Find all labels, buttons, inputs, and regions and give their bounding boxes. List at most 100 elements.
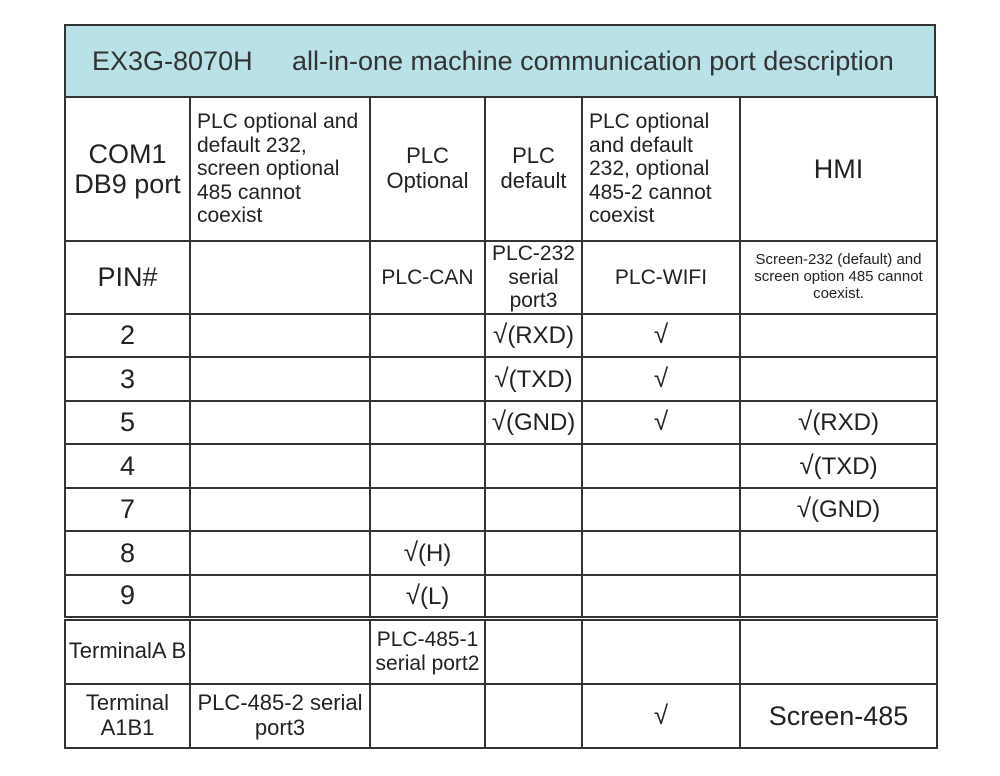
pin-hmi: √(RXD) bbox=[739, 399, 938, 446]
terminal-ab-label: TerminalA B bbox=[64, 615, 191, 686]
pin-col-232: PLC-232 serial port3 bbox=[484, 240, 583, 315]
pin-wifi: √ bbox=[581, 399, 741, 446]
terminal-ab-can: PLC-485-1 serial port2 bbox=[369, 615, 486, 686]
terminal-a1b1-hmi: Screen-485 bbox=[739, 683, 938, 750]
terminal-a1b1-232 bbox=[484, 683, 583, 750]
pin-plc-opt bbox=[189, 573, 371, 620]
pin-plc-opt bbox=[189, 530, 371, 576]
check-mark-icon: √ bbox=[653, 319, 669, 350]
terminal-a1b1-wifi: √ bbox=[581, 683, 741, 750]
check-mark-icon: √ bbox=[796, 493, 811, 524]
header-hmi: HMI bbox=[739, 96, 938, 242]
pin-hmi bbox=[739, 573, 938, 620]
check-mark-icon: √ bbox=[491, 406, 506, 437]
pin-row: 2√(RXD)√ bbox=[64, 312, 938, 359]
pin-hmi: √(TXD) bbox=[739, 443, 938, 489]
check-mark-icon: √ bbox=[798, 406, 813, 437]
header-plc-optional-485-2: PLC optional and default 232, optional 4… bbox=[581, 96, 741, 242]
pin-number: 8 bbox=[64, 530, 191, 576]
signal-label: (RXD) bbox=[812, 409, 879, 437]
pin-232: √(GND) bbox=[484, 399, 583, 446]
pin-wifi bbox=[581, 573, 741, 620]
pin-row: 4 √(TXD) bbox=[64, 443, 938, 489]
pin-wifi bbox=[581, 486, 741, 533]
pin-col-wifi: PLC-WIFI bbox=[581, 240, 741, 315]
pin-wifi: √ bbox=[581, 312, 741, 359]
pin-row: 5√(GND)√√(RXD) bbox=[64, 399, 938, 446]
pin-number: 2 bbox=[64, 312, 191, 359]
check-mark-icon: √ bbox=[799, 449, 814, 480]
terminal-a1b1-can bbox=[369, 683, 486, 750]
pin-number: 7 bbox=[64, 486, 191, 533]
signal-label: (TXD) bbox=[813, 452, 878, 480]
terminal-a1b1-row: Terminal A1B1 PLC-485-2 serial port3 √ S… bbox=[64, 683, 938, 750]
header-plc-optional: PLC Optional bbox=[369, 96, 486, 242]
terminal-ab-row: TerminalA B PLC-485-1 serial port2 bbox=[64, 615, 938, 686]
pin-can bbox=[369, 486, 486, 533]
pin-hmi bbox=[739, 530, 938, 576]
header-plc-default: PLC default bbox=[484, 96, 583, 242]
pin-plc-opt bbox=[189, 356, 371, 402]
signal-label: (TXD) bbox=[508, 365, 573, 393]
signal-label: (H) bbox=[417, 539, 452, 567]
title-text: all-in-one machine communication port de… bbox=[292, 45, 894, 76]
header-row: COM1 DB9 port PLC optional and default 2… bbox=[64, 96, 938, 242]
pin-wifi: √ bbox=[581, 356, 741, 402]
pin-wifi bbox=[581, 443, 741, 489]
model-name: EX3G-8070H bbox=[92, 45, 253, 76]
pin-232 bbox=[484, 573, 583, 620]
check-mark-icon: √ bbox=[653, 362, 669, 393]
pin-can bbox=[369, 399, 486, 446]
pin-hmi bbox=[739, 312, 938, 359]
pin-wifi bbox=[581, 530, 741, 576]
pin-232 bbox=[484, 443, 583, 489]
check-mark-icon: √ bbox=[405, 579, 420, 610]
pin-number: 3 bbox=[64, 356, 191, 402]
check-mark-icon: √ bbox=[493, 319, 508, 350]
header-plc-optional-screen: PLC optional and default 232, screen opt… bbox=[189, 96, 371, 242]
check-mark-icon: √ bbox=[653, 406, 669, 437]
pin-232: √(TXD) bbox=[484, 356, 583, 402]
check-mark-icon: √ bbox=[403, 536, 418, 567]
check-mark-icon: √ bbox=[494, 362, 509, 393]
pin-header-row: PIN# PLC-CAN PLC-232 serial port3 PLC-WI… bbox=[64, 240, 938, 315]
terminal-a1b1-plc-opt: PLC-485-2 serial port3 bbox=[189, 683, 371, 750]
signal-label: (GND) bbox=[810, 496, 881, 524]
terminal-ab-232 bbox=[484, 615, 583, 686]
title-bar: EX3G-8070H all-in-one machine communicat… bbox=[64, 24, 936, 96]
pin-can: √(H) bbox=[369, 530, 486, 576]
pin-col-plc-opt bbox=[189, 240, 371, 315]
port-table: COM1 DB9 port PLC optional and default 2… bbox=[64, 96, 938, 750]
pin-row: 3√(TXD)√ bbox=[64, 356, 938, 402]
pin-232 bbox=[484, 486, 583, 533]
pin-can bbox=[369, 443, 486, 489]
pin-plc-opt bbox=[189, 399, 371, 446]
terminal-ab-hmi bbox=[739, 615, 938, 686]
pin-number: 9 bbox=[64, 573, 191, 620]
pin-hmi bbox=[739, 356, 938, 402]
pin-row: 8 √(H) bbox=[64, 530, 938, 576]
signal-label: (GND) bbox=[505, 409, 576, 437]
pin-hmi: √(GND) bbox=[739, 486, 938, 533]
pin-row: 7 √(GND) bbox=[64, 486, 938, 533]
pin-col-hmi: Screen-232 (default) and screen option 4… bbox=[739, 240, 938, 315]
pin-plc-opt bbox=[189, 443, 371, 489]
pin-can bbox=[369, 312, 486, 359]
terminal-ab-plc-opt bbox=[189, 615, 371, 686]
pin-can bbox=[369, 356, 486, 402]
pin-label: PIN# bbox=[64, 240, 191, 315]
port-description-sheet: EX3G-8070H all-in-one machine communicat… bbox=[64, 24, 938, 750]
pin-row: 9 √(L) bbox=[64, 573, 938, 620]
pin-plc-opt bbox=[189, 312, 371, 359]
pin-col-can: PLC-CAN bbox=[369, 240, 486, 315]
pin-can: √(L) bbox=[369, 573, 486, 620]
pin-number: 5 bbox=[64, 399, 191, 446]
pin-number: 4 bbox=[64, 443, 191, 489]
signal-label: (RXD) bbox=[507, 322, 574, 350]
header-com1: COM1 DB9 port bbox=[64, 96, 191, 242]
pin-rows: 2√(RXD)√3√(TXD)√5√(GND)√√(RXD)4√(TXD)7√(… bbox=[64, 312, 938, 620]
signal-label: (L) bbox=[419, 582, 450, 610]
terminal-ab-wifi bbox=[581, 615, 741, 686]
pin-232: √(RXD) bbox=[484, 312, 583, 359]
pin-plc-opt bbox=[189, 486, 371, 533]
